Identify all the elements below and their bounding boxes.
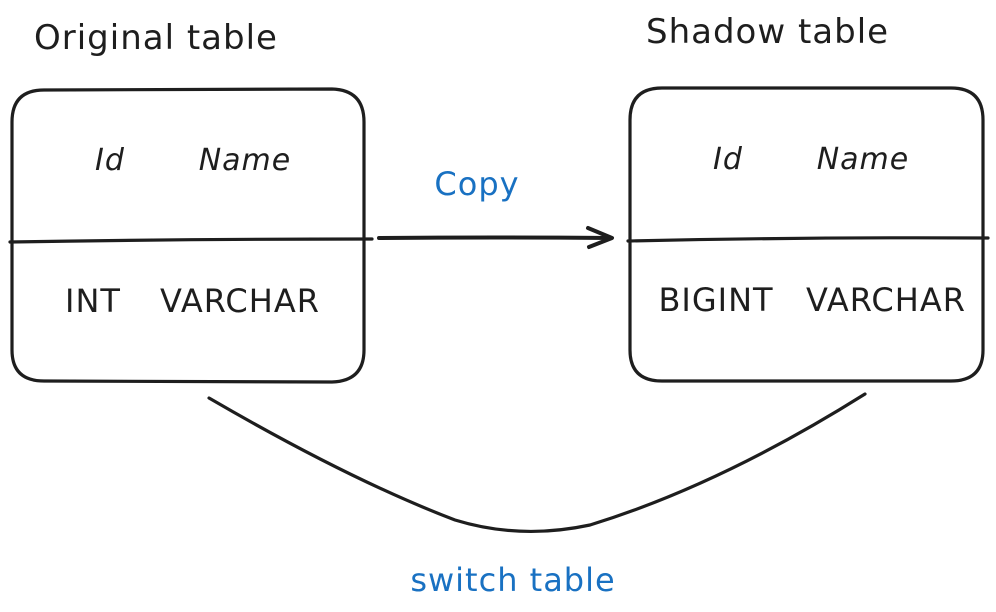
original-table-header-name: Name: [199, 143, 292, 178]
copy-arrow: Copy: [377, 165, 614, 249]
original-table: Original table Id Name INT VARCHAR: [8, 18, 374, 384]
shadow-table-title: Shadow table: [646, 12, 889, 52]
original-table-divider: [8, 237, 374, 244]
original-table-type-name: VARCHAR: [160, 282, 320, 320]
original-table-title: Original table: [34, 18, 278, 58]
original-table-box: [10, 87, 366, 384]
original-table-header-id: Id: [95, 143, 125, 178]
shadow-table-header-name: Name: [817, 142, 910, 177]
shadow-table-header-id: Id: [713, 142, 743, 177]
original-table-type-id: INT: [65, 282, 121, 320]
copy-arrow-shaft: [377, 235, 613, 240]
switch-connector: switch table: [207, 392, 867, 599]
shadow-table: Shadow table Id Name BIGINT VARCHAR: [626, 12, 990, 383]
copy-label: Copy: [434, 165, 519, 203]
shadow-table-type-name: VARCHAR: [806, 281, 966, 319]
copy-arrow-head-icon: [586, 226, 614, 249]
shadow-table-box: [628, 86, 985, 383]
switch-curve: [207, 392, 867, 534]
switch-label: switch table: [410, 561, 615, 599]
shadow-table-type-id: BIGINT: [658, 281, 773, 319]
shadow-table-divider: [626, 236, 990, 243]
